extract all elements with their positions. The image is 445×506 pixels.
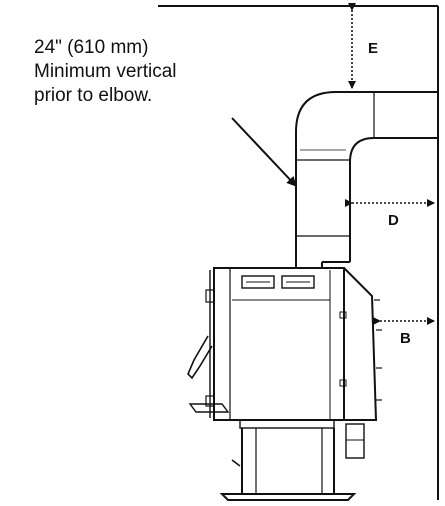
vertical-pipe-note: 24" (610 mm) Minimum vertical prior to e… [34, 36, 177, 108]
note-line-2: Minimum vertical [34, 61, 177, 82]
room-boundary [158, 5, 439, 500]
note-line-3: prior to elbow. [34, 85, 153, 106]
dimension-b-label: B [400, 330, 411, 347]
stove-pipe [295, 91, 438, 268]
note-pointer-arrow [231, 117, 297, 187]
dimension-e-label: E [368, 40, 379, 57]
dimension-d-label: D [388, 212, 399, 229]
stove-pedestal [219, 419, 365, 501]
note-line-1: 24" (610 mm) [34, 37, 149, 58]
stove-body [187, 261, 382, 421]
